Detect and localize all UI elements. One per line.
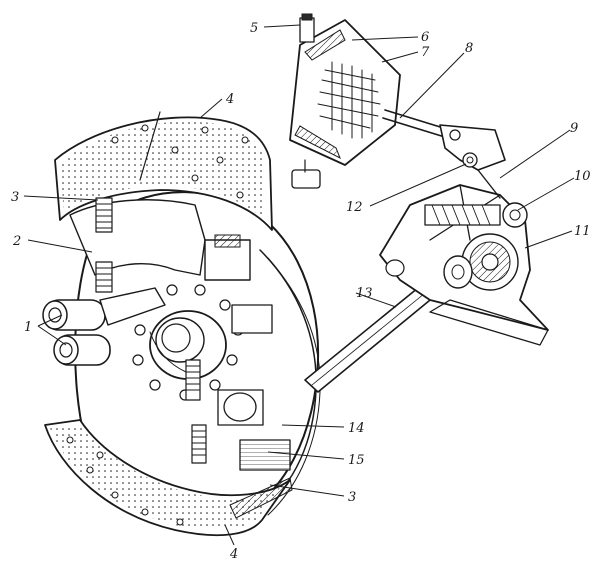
spring-top	[95, 197, 113, 233]
callout-5: 5	[250, 21, 258, 36]
leader-4b	[224, 524, 235, 546]
leader-1	[37, 314, 63, 327]
leader-3a	[23, 195, 99, 201]
callout-labels: 1 2 3 3 4 4 5 6 7 8 9 10 11 12 13 14 15	[11, 21, 591, 562]
spring-bottom	[191, 424, 207, 464]
leader-5	[263, 24, 301, 28]
callout-11: 11	[574, 224, 591, 239]
leader-2	[27, 239, 93, 253]
upper-shoe-web	[69, 199, 206, 276]
leader-14	[281, 424, 345, 428]
callout-12: 12	[346, 200, 363, 215]
spring-middle	[95, 261, 113, 293]
callout-2: 2	[12, 234, 21, 249]
anchor-pins	[42, 287, 166, 366]
callout-10: 10	[574, 169, 591, 184]
leader-11	[524, 230, 573, 249]
spring-right	[185, 359, 201, 401]
slack-adjuster-lever	[439, 124, 506, 199]
leader-7	[381, 51, 419, 63]
leader-lines	[23, 24, 575, 546]
callout-4-lower: 4	[229, 547, 238, 562]
callout-3-upper: 3	[11, 190, 19, 205]
callout-9: 9	[570, 121, 578, 136]
brake-chamber	[289, 13, 451, 189]
leader-13	[355, 292, 397, 308]
callout-14: 14	[348, 421, 365, 436]
callout-3-lower: 3	[348, 490, 356, 505]
callout-6: 6	[421, 30, 429, 45]
leader-3b	[269, 484, 345, 497]
return-springs	[95, 197, 207, 464]
leader-15	[267, 451, 345, 460]
callout-1: 1	[24, 320, 32, 335]
expander-mechanism	[204, 234, 291, 471]
lower-brake-shoe	[44, 419, 293, 537]
leader-12	[369, 163, 467, 207]
gear-housing	[379, 184, 549, 346]
callout-8: 8	[465, 41, 473, 56]
callout-13: 13	[356, 286, 373, 301]
callout-7: 7	[421, 45, 430, 60]
callout-15: 15	[348, 453, 365, 468]
leader-10	[517, 177, 575, 211]
leader-9	[499, 129, 571, 179]
leader-8	[399, 52, 465, 119]
upper-brake-shoe	[54, 111, 273, 231]
callout-4-upper: 4	[225, 92, 234, 107]
leader-4a	[199, 98, 223, 119]
hub	[149, 310, 227, 380]
leader-6	[351, 36, 419, 41]
leader-1b	[37, 325, 67, 346]
